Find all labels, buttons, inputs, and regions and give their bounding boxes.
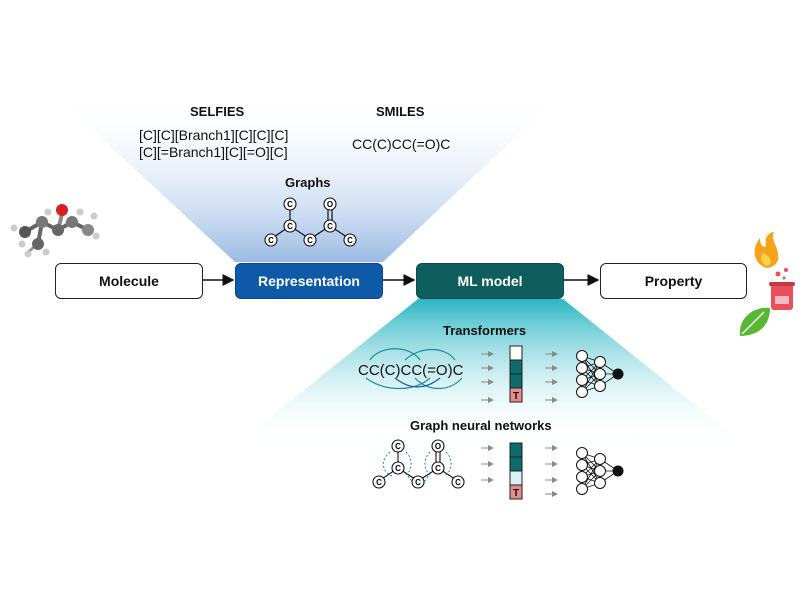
network-node (576, 350, 588, 362)
carbon-atom: C (283, 219, 297, 233)
carbon-atom: C (431, 461, 445, 475)
atom-symbol: C (287, 222, 293, 231)
atom-symbol: C (268, 236, 274, 245)
network-node (594, 477, 606, 489)
gnn-network (576, 447, 624, 495)
carbon-atom: C (391, 461, 405, 475)
network-node (576, 483, 588, 495)
network-node (576, 471, 588, 483)
atom-symbol: C (395, 442, 401, 451)
atom-symbol: C (307, 236, 313, 245)
atom-symbol: C (395, 464, 401, 473)
network-node (576, 459, 588, 471)
atom-symbol: C (376, 478, 382, 487)
carbon-atom: C (411, 475, 425, 489)
selfies-line-1: [C][C][Branch1][C][C][C] (139, 127, 289, 143)
carbon-atom: C (343, 233, 357, 247)
network-node (576, 386, 588, 398)
smiles-value: CC(C)CC(=O)C (352, 136, 451, 152)
transformer-token-label: T (513, 391, 519, 402)
property-label: Property (644, 273, 703, 289)
atom-symbol: O (435, 442, 441, 451)
atom-symbol: C (455, 478, 461, 487)
network-node (594, 380, 606, 392)
atom-symbol: C (415, 478, 421, 487)
network-node (594, 465, 606, 477)
transformer-network (576, 350, 624, 398)
selfies-title: SELFIES (190, 104, 245, 119)
representation-box: Representation (235, 263, 383, 299)
flame-icon (754, 232, 779, 268)
network-node (576, 374, 588, 386)
smiles-title: SMILES (376, 104, 425, 119)
selfies-line-2: [C][=Branch1][C][=O][C] (139, 144, 288, 160)
ml-model-label: ML model (457, 273, 523, 289)
oxygen-atom: O (431, 439, 445, 453)
ml-model-cone (235, 299, 745, 445)
carbon-atom: C (303, 233, 317, 247)
representation-label: Representation (258, 273, 360, 289)
gnn-arrows (481, 445, 558, 497)
carbon-atom: C (451, 475, 465, 489)
gnn-token-column (509, 442, 523, 500)
network-node (576, 362, 588, 374)
atom-symbol: O (327, 200, 333, 209)
atom-symbol: C (327, 222, 333, 231)
carbon-atom: C (283, 197, 297, 211)
molecule-3d-icon (10, 204, 100, 258)
transformers-title: Transformers (443, 323, 527, 338)
property-box: Property (600, 263, 747, 299)
ml-model-box: ML model (416, 263, 564, 299)
molecule-label: Molecule (99, 273, 159, 289)
output-node (612, 368, 624, 380)
output-node (612, 465, 624, 477)
carbon-atom: C (264, 233, 278, 247)
gnn-title: Graph neural networks (410, 418, 552, 433)
carbon-atom: C (372, 475, 386, 489)
atom-symbol: C (347, 236, 353, 245)
graphs-title: Graphs (285, 175, 331, 190)
gnn-atoms: C O C C C C C (372, 439, 465, 489)
gnn-token-label: T (513, 488, 519, 499)
carbon-atom: C (323, 219, 337, 233)
molecule-box: Molecule (55, 263, 203, 299)
transformer-token-column (509, 345, 523, 403)
atom-symbol: C (287, 200, 293, 209)
network-node (594, 453, 606, 465)
transformers-input-smiles: CC(C)CC(=O)C (358, 362, 464, 379)
flask-icon (769, 268, 795, 310)
leaf-icon (739, 307, 770, 336)
atom-symbol: C (435, 464, 441, 473)
graph-atoms: C O C C C C C (264, 197, 357, 247)
attention-arcs (365, 348, 463, 390)
oxygen-atom: O (323, 197, 337, 211)
network-node (576, 447, 588, 459)
transformer-arrows (481, 351, 558, 403)
representation-cone (55, 95, 560, 262)
network-node (594, 356, 606, 368)
network-node (594, 368, 606, 380)
carbon-atom: C (391, 439, 405, 453)
